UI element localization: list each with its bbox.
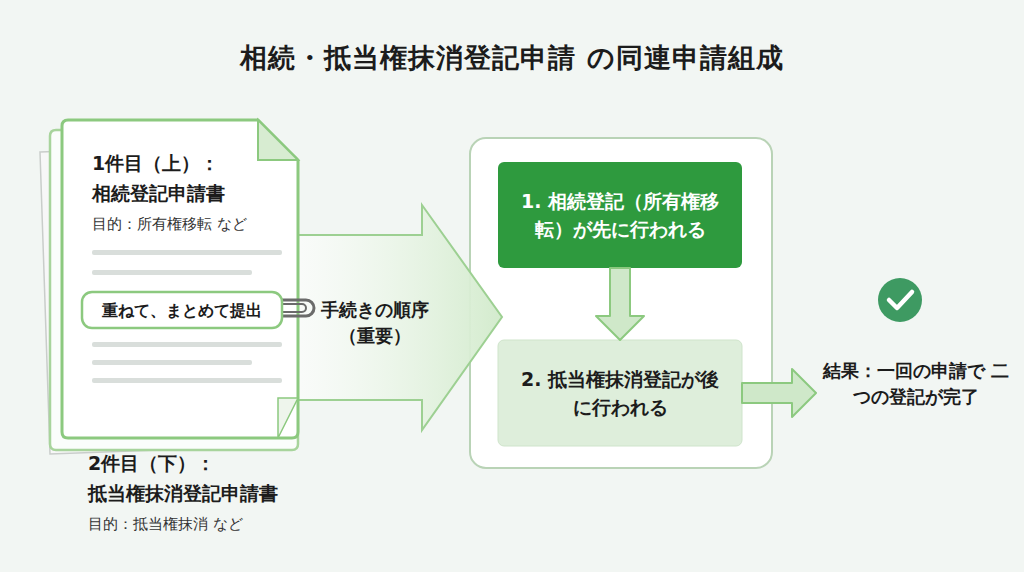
block-connector (742, 369, 816, 417)
arrow-shape (292, 205, 502, 430)
node-text: 重ねて、まとめて提出 (82, 299, 282, 322)
node-text: 1件目（上）： (92, 150, 292, 178)
text-line (92, 360, 252, 365)
page-curl (278, 398, 298, 438)
result-text: 結果：一回の申請で 二つの登記が完了 (816, 354, 1016, 416)
diagram-title: 相続・抵当権抹消登記申請 の同連申請組成 (0, 40, 1024, 76)
check-badge (878, 278, 922, 322)
node-text: 目的：所有権移転 など (92, 214, 292, 236)
document-page: 1件目（上）：相続登記申請書目的：所有権移転 など重ねて、まとめて提出 (62, 120, 298, 438)
box-fill (498, 162, 742, 268)
pill-outline (82, 292, 282, 328)
process-box: 1. 相続登記（所有権移転）が先に行われる (498, 162, 742, 268)
text-line (92, 378, 282, 383)
back-page (40, 144, 272, 454)
block-connector (596, 268, 644, 340)
back-page (50, 130, 298, 450)
text-line (92, 250, 282, 255)
node-text: 抵当権抹消登記申請書 (88, 480, 328, 508)
text-line (92, 342, 282, 347)
check-mark (889, 292, 912, 308)
block-arrow: 手続きの順序 （重要） (292, 205, 502, 430)
pill-label: 重ねて、まとめて提出 (82, 292, 282, 328)
text-line (92, 270, 252, 275)
node-outline (498, 340, 742, 446)
node-text: 結果：一回の申請で 二つの登記が完了 (816, 358, 1016, 410)
process-box: 2. 抵当権抹消登記が後に行われる (498, 340, 742, 446)
node-text: 2. 抵当権抹消登記が後に行われる (512, 366, 728, 421)
node-text: 2件目（下）： (88, 450, 328, 478)
node-text: 手続きの順序 （重要） (300, 297, 450, 349)
folded-corner (258, 120, 298, 160)
node-text: 相続登記申請書 (92, 180, 292, 208)
node-outline (498, 162, 742, 268)
box-fill (498, 340, 742, 446)
node-text: 目的：抵当権抹消 など (88, 514, 328, 536)
page-outline (62, 120, 298, 438)
node-text: 1. 相続登記（所有権移転）が先に行われる (512, 188, 728, 243)
order-container (470, 138, 772, 468)
